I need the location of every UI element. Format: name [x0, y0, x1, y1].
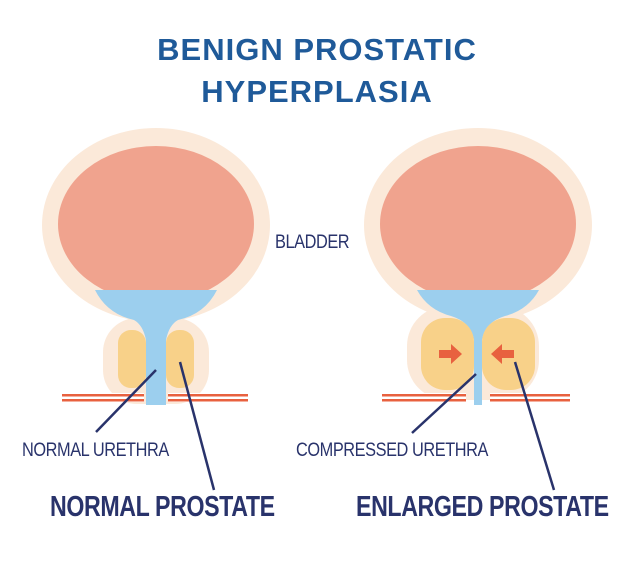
enlarged-prostate-pointer: [513, 361, 556, 491]
enlarged-prostate-heading: ENLARGED PROSTATE: [356, 491, 609, 523]
compressed-urethra-label: COMPRESSED URETHRA: [296, 440, 488, 461]
normal-prostate-left-lobe: [118, 330, 146, 388]
enlarged-prostate-illustration: [364, 128, 592, 491]
enlarged-bladder: [380, 146, 576, 302]
compressed-urethra: [417, 290, 539, 405]
normal-prostate-illustration: [42, 128, 270, 491]
normal-urethra: [95, 290, 217, 405]
normal-prostate-pointer: [178, 361, 216, 491]
compressed-urethra-pointer: [411, 373, 477, 434]
normal-pelvic-floor-line-right: [168, 393, 248, 402]
normal-urethra-pointer: [95, 369, 157, 433]
enlarged-pelvic-floor-line-left: [382, 393, 466, 402]
normal-prostate-heading: NORMAL PROSTATE: [50, 491, 275, 523]
compression-arrow-right: [439, 344, 462, 364]
normal-pelvic-floor-line-left: [62, 393, 144, 402]
normal-bladder: [58, 146, 254, 302]
normal-urethra-label: NORMAL URETHRA: [22, 440, 169, 461]
normal-prostate-right-lobe: [166, 330, 194, 388]
diagram-title-line-1: BENIGN PROSTATIC: [157, 32, 477, 67]
bladder-label: BLADDER: [275, 232, 350, 253]
diagram-title-line-2: HYPERPLASIA: [201, 74, 433, 109]
enlarged-pelvic-floor-line-right: [490, 393, 570, 402]
compression-arrow-left: [491, 344, 514, 364]
